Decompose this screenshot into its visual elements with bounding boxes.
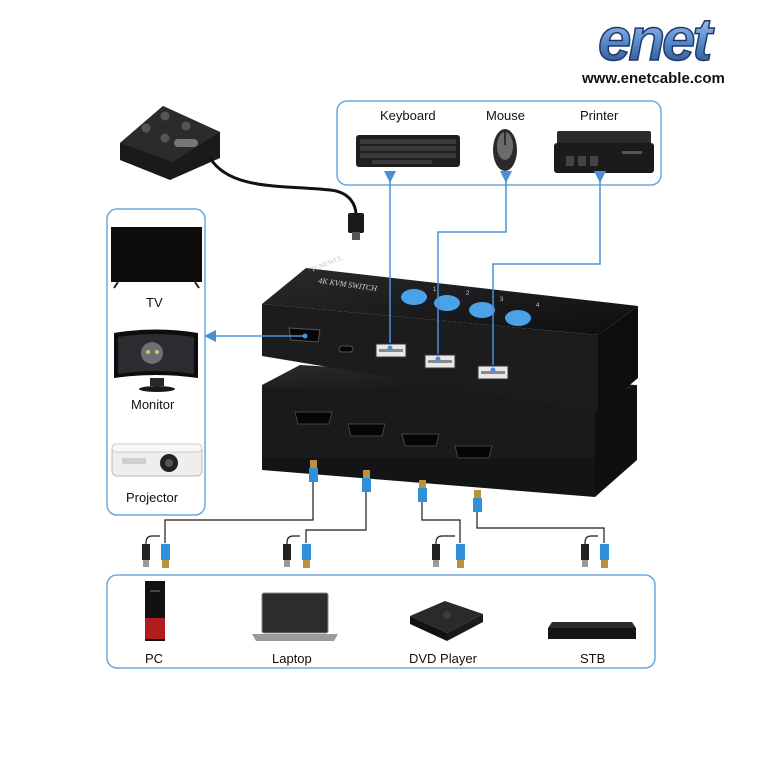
monitor-label: Monitor [131, 397, 175, 412]
usb-port-1 [375, 343, 407, 358]
hdmi-port-1 [294, 411, 333, 425]
hdmi-port-2 [347, 423, 386, 437]
logo-text: enet [598, 6, 715, 73]
peripheral-box [336, 100, 662, 186]
cable-plugs [142, 460, 609, 568]
peripheral-connections [204, 171, 606, 365]
monitor-image [114, 329, 198, 392]
tv-label: TV [146, 295, 163, 310]
select-button-3[interactable] [469, 302, 495, 318]
dvd-player-image [410, 601, 483, 641]
projector-image [111, 443, 203, 477]
printer-image [554, 131, 654, 173]
enet-logo: enet [597, 5, 719, 74]
usb-c-port [338, 345, 354, 353]
laptop-image [252, 592, 338, 641]
select-button-1[interactable] [401, 289, 427, 305]
printer-label: Printer [580, 108, 619, 123]
port-number-1: 1 [433, 287, 437, 293]
sources-box [106, 574, 656, 669]
mouse-label: Mouse [486, 108, 526, 123]
port-number-2: 2 [466, 291, 470, 297]
port-number-3: 3 [500, 297, 504, 303]
select-button-4[interactable] [505, 310, 531, 326]
hdmi-port-4 [454, 445, 493, 459]
pc-label: PC [145, 651, 164, 666]
laptop-label: Laptop [272, 651, 312, 666]
keyboard-image [356, 135, 460, 167]
select-button-2[interactable] [434, 295, 460, 311]
usb-port-2 [424, 354, 456, 369]
mouse-image [493, 129, 517, 171]
projector-label: Projector [126, 490, 179, 505]
hdmi-port-3 [401, 433, 440, 447]
stb-image [548, 622, 636, 639]
website-url[interactable]: www.enetcable.com [582, 70, 725, 87]
keyboard-label: Keyboard [380, 108, 436, 123]
connection-dots [302, 333, 496, 373]
stb-label: STB [580, 651, 606, 666]
port-number-4: 4 [536, 303, 540, 309]
remote-control [120, 106, 364, 240]
dvd-player-label: DVD Player [409, 651, 477, 666]
displays-box [106, 208, 206, 516]
pc-image [145, 581, 165, 641]
tv-image [111, 227, 202, 289]
